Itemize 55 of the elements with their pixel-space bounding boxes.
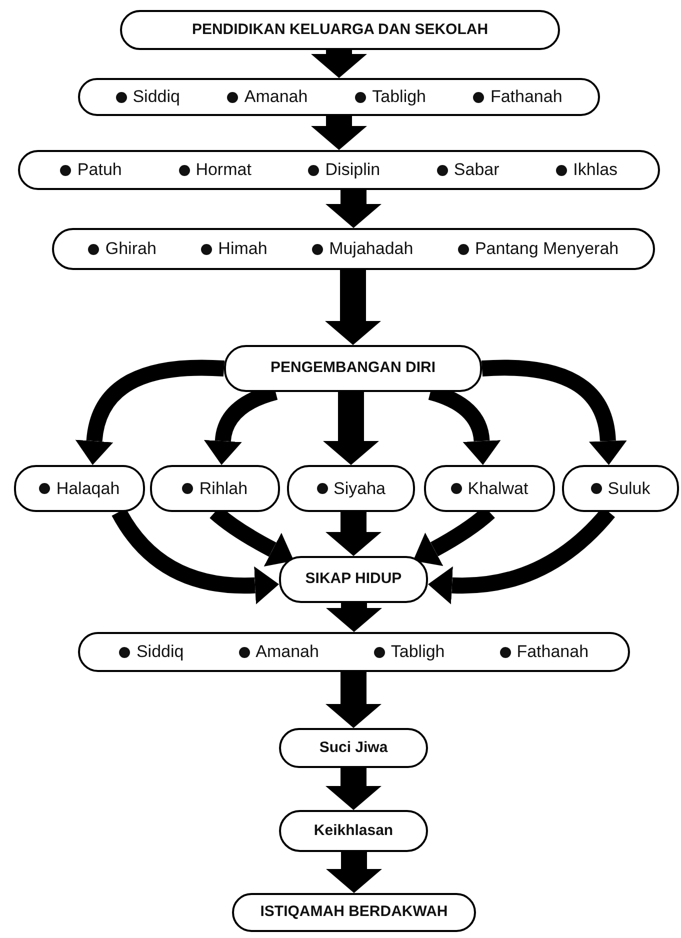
list-box — [78, 632, 630, 672]
arrow — [326, 768, 382, 810]
item-text: Suluk — [608, 478, 650, 500]
item-text: Hormat — [196, 159, 252, 182]
node-title: PENDIDIKAN KELUARGA DAN SEKOLAH — [192, 20, 488, 40]
item-text: Ghirah — [105, 238, 156, 260]
process-box — [232, 893, 476, 932]
item-text: Sabar — [454, 159, 500, 182]
item-text: Ikhlas — [573, 159, 618, 182]
item-text: Khalwat — [468, 478, 528, 500]
node-title: SIKAP HIDUP — [305, 569, 402, 590]
item-text: Fathanah — [516, 641, 589, 664]
list-box — [18, 150, 660, 190]
node-title: Keikhlasan — [314, 820, 394, 841]
process-box — [424, 465, 555, 512]
arrow — [311, 116, 367, 150]
process-box — [287, 465, 415, 512]
item-text: Mujahadah — [329, 238, 414, 260]
node-title: ISTIQAMAH BERDAKWAH — [260, 902, 448, 922]
item-text: Pantang Menyerah — [474, 238, 619, 260]
process-box — [150, 465, 280, 512]
process-box — [279, 728, 428, 768]
arrow — [325, 270, 381, 345]
item-text: Amanah — [256, 641, 319, 664]
arrow — [326, 190, 382, 228]
process-box — [14, 465, 145, 512]
arrow — [326, 852, 382, 893]
arrow — [326, 603, 382, 632]
item-text: Siddiq — [136, 641, 184, 664]
list-box — [52, 228, 655, 270]
item-text: Patuh — [77, 159, 122, 182]
item-text: Halaqah — [56, 478, 120, 500]
arrow — [311, 50, 367, 78]
process-box — [224, 345, 482, 392]
arrow — [326, 672, 382, 728]
arrow — [323, 392, 379, 465]
list-box — [78, 78, 600, 116]
item-text: Fathanah — [490, 86, 562, 108]
item-text: Siddiq — [132, 86, 180, 108]
arrow — [75, 360, 224, 465]
process-box — [279, 556, 428, 603]
item-text: Rihlah — [199, 478, 248, 500]
arrow — [326, 512, 382, 556]
arrow — [482, 360, 627, 465]
item-text: Siyaha — [334, 478, 386, 500]
item-text: Amanah — [244, 86, 308, 108]
item-text: Disiplin — [325, 159, 380, 182]
item-text: Tabligh — [390, 641, 445, 664]
node-title: Suci Jiwa — [319, 738, 388, 758]
process-box — [279, 810, 428, 852]
node-title: PENGEMBANGAN DIRI — [270, 358, 436, 378]
item-text: Himah — [218, 238, 268, 260]
process-box — [120, 10, 560, 50]
item-text: Tabligh — [372, 86, 426, 108]
process-box — [562, 465, 679, 512]
